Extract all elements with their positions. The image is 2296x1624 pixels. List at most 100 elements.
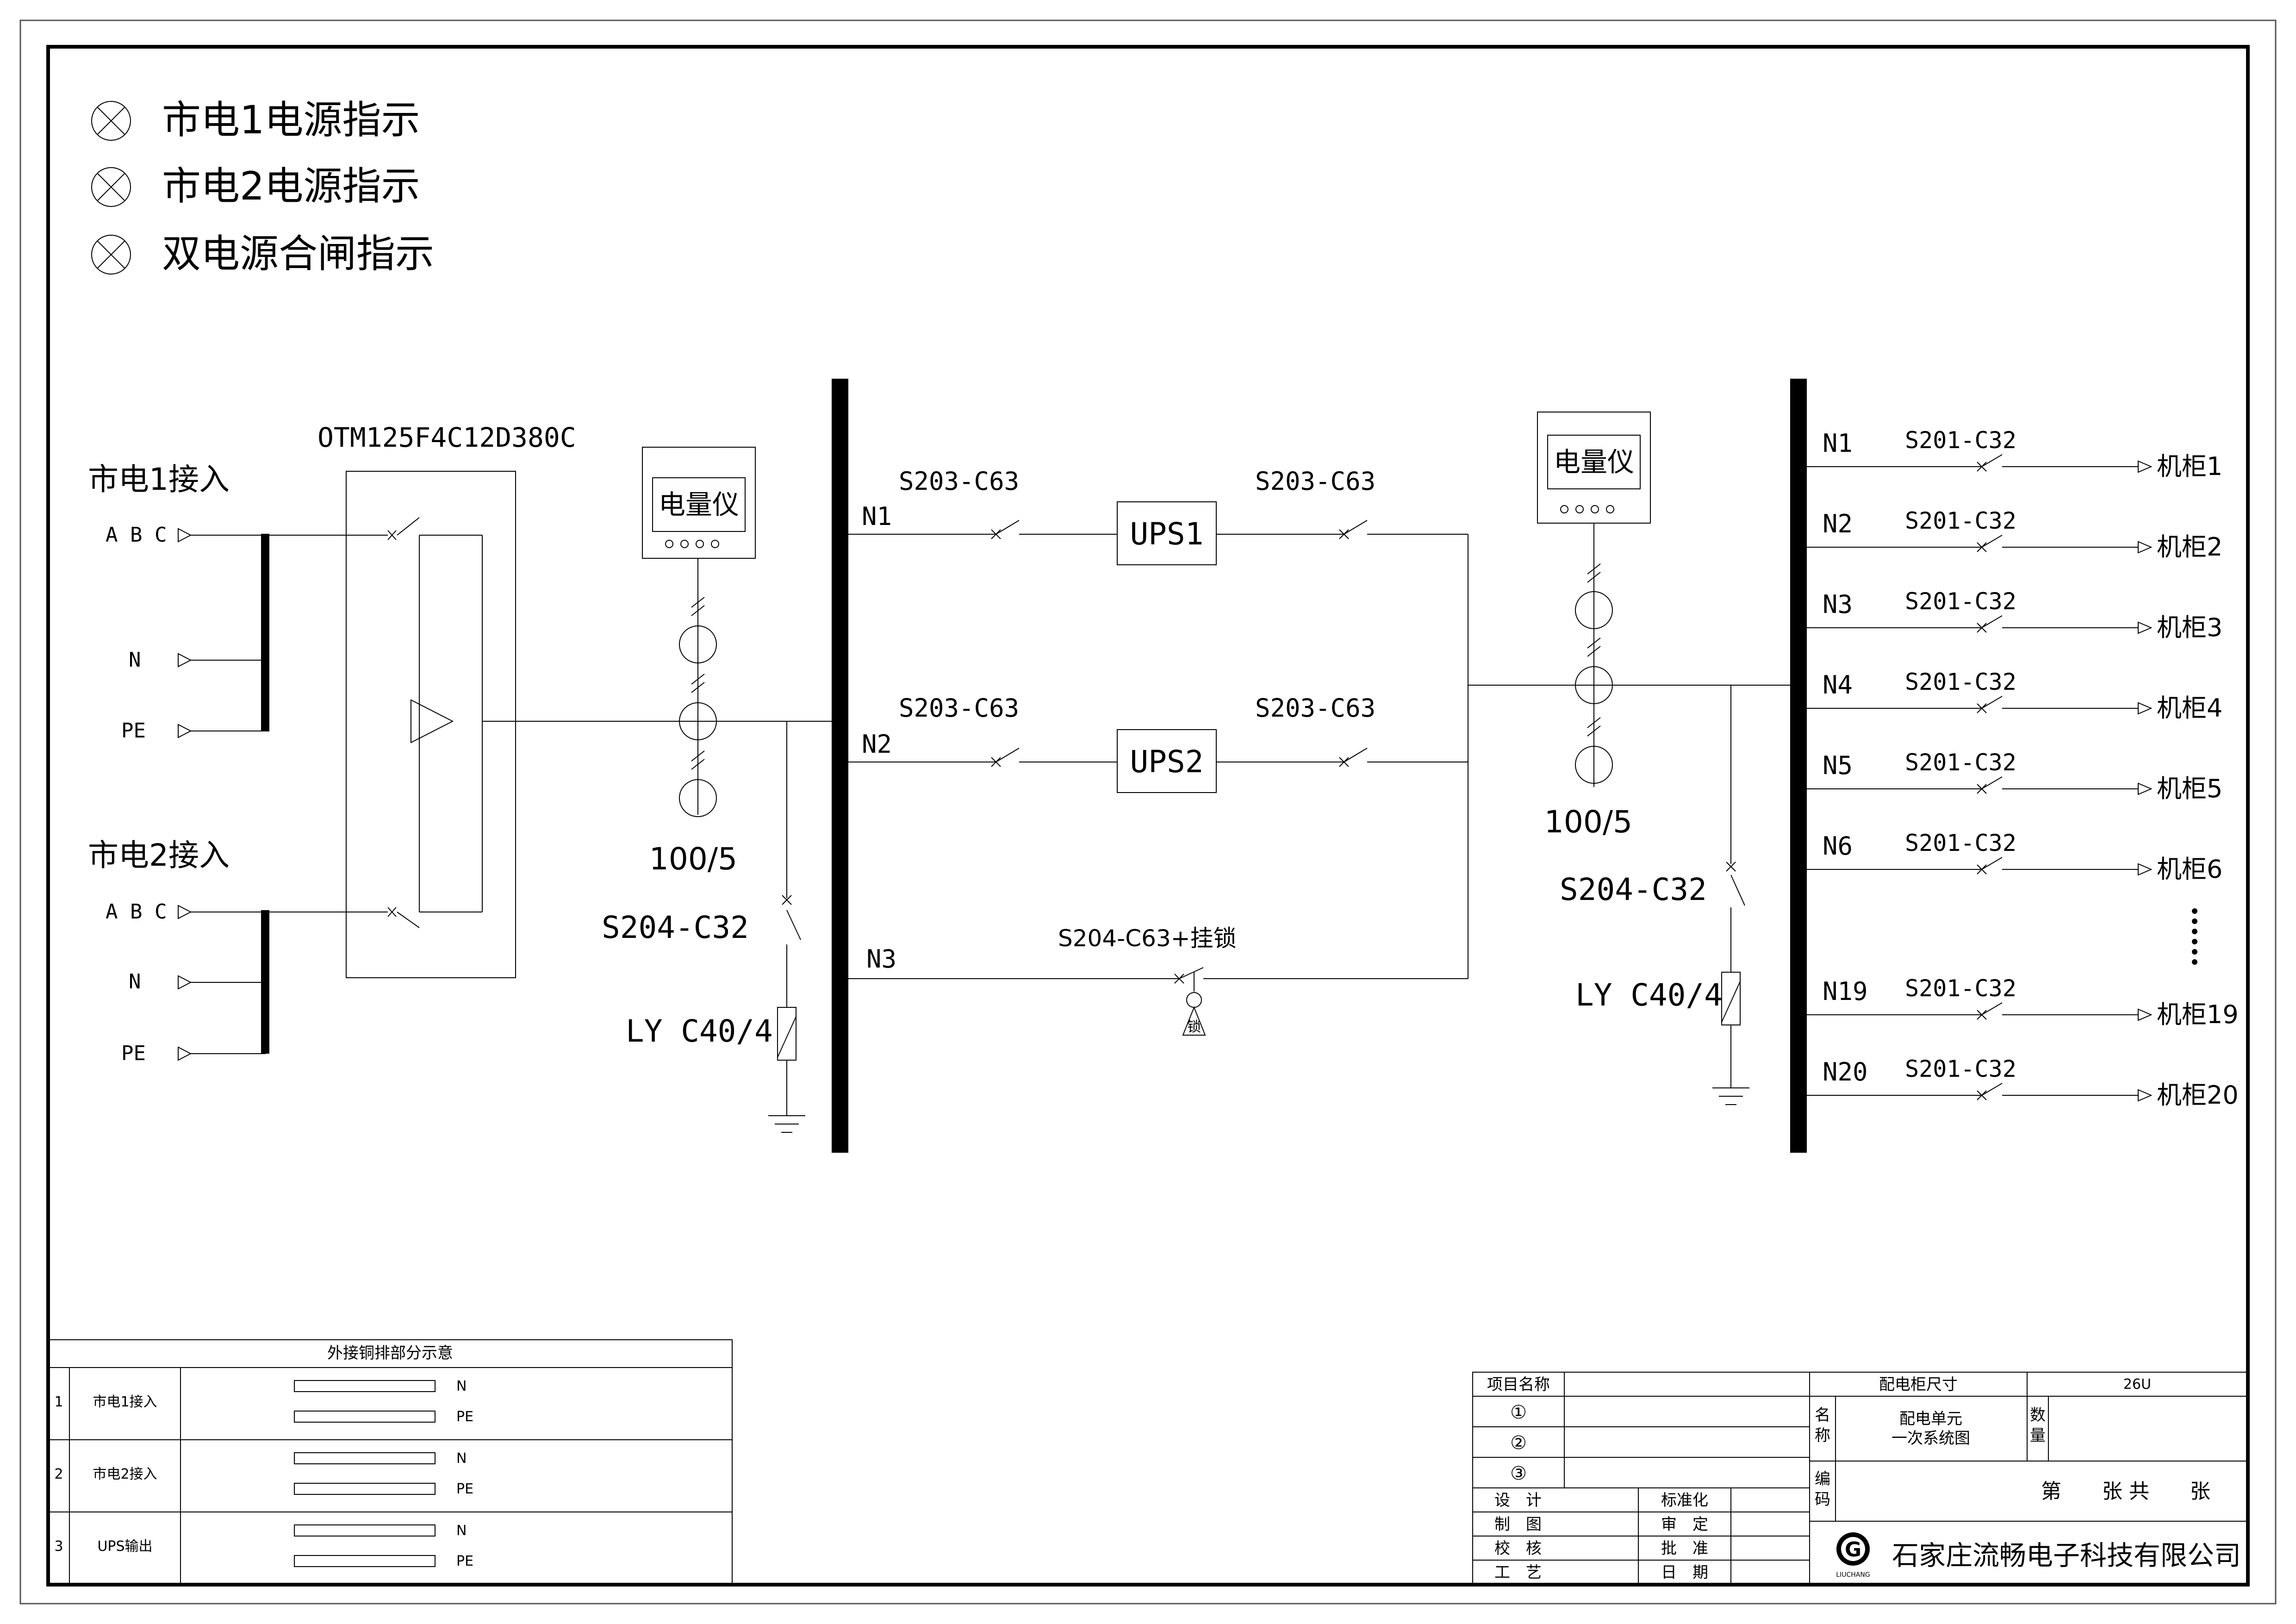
output-arrow-icon (2138, 621, 2153, 634)
lock-label: 锁 (1187, 1019, 1201, 1035)
current-transformer-icon (1575, 746, 1613, 784)
copper-bar-label: PE (456, 1553, 473, 1569)
revision-mark: ① (1510, 1402, 1527, 1423)
breaker-contact (1981, 696, 2003, 709)
mains2-phase-label: A B C (106, 900, 167, 924)
input-surge-protector: S204-C32 LY C40/4 (602, 721, 805, 1133)
ats-actuator-icon (411, 699, 454, 743)
circuit-name: N20 (1823, 1057, 1868, 1087)
circuit-breaker: S201-C32 (1905, 588, 2016, 615)
cabinet-load: 机柜20 (2157, 1081, 2239, 1110)
ats-model: OTM125F4C12D380C (317, 422, 576, 453)
breaker-contact (1981, 1002, 2003, 1015)
drawing-frame (46, 45, 2250, 1587)
drawing-name-line2: 一次系统图 (1892, 1429, 1970, 1448)
breaker-contact (1981, 535, 2003, 548)
current-transformer-icon (679, 625, 717, 663)
input-meter: 电量仪 100/5 (642, 447, 756, 877)
outer-border (19, 19, 2277, 1605)
copper-bar (294, 1483, 436, 1495)
breaker-contact (1981, 615, 2003, 628)
cabinet-load: 机柜19 (2157, 1000, 2239, 1029)
breaker-contact (1981, 1083, 2003, 1096)
padlock-icon: 锁 (1182, 972, 1206, 1036)
branch-n1-in-breaker: S203-C63 (899, 467, 1019, 496)
copper-bar-label: N (456, 1450, 467, 1467)
output-arrow-icon (2138, 460, 2153, 473)
continuation-dots (2192, 908, 2197, 965)
cabinet-size-value: 26U (2123, 1376, 2151, 1393)
mains1-phase-label: A B C (106, 523, 167, 547)
branch-n1-out-breaker: S203-C63 (1255, 467, 1375, 496)
drawing-name-line1: 配电单元 (1899, 1410, 1962, 1428)
branch-n1-label: N1 (862, 502, 892, 531)
mains2-pe-label: PE (121, 1042, 146, 1065)
cabinet-load: 机柜5 (2157, 774, 2222, 803)
current-transformer-icon (679, 702, 717, 740)
output-arrow-icon (2138, 1008, 2153, 1021)
company-logo: G LIUCHANG (1836, 1532, 1870, 1579)
branch-n2-out-breaker: S203-C63 (1255, 693, 1375, 723)
branch-n2: N2 S203-C63 UPS2 S203-C63 (848, 693, 1468, 793)
output-arrow-icon (2138, 782, 2153, 795)
circuit-name: N6 (1823, 831, 1853, 861)
current-transformer-icon (679, 779, 717, 817)
branch-n2-label: N2 (862, 730, 892, 759)
title-block: 项目名称 配电柜尺寸 26U ① ② ③ 名 称 配电单元 一次系统图 数 量 … (1472, 1372, 2248, 1585)
copper-bar-label: PE (456, 1409, 473, 1425)
output-spd-arrester: LY C40/4 (1575, 977, 1723, 1013)
input-spd-arrester: LY C40/4 (626, 1013, 773, 1049)
copper-bar (294, 1411, 436, 1423)
code-label: 码 (1815, 1490, 1830, 1509)
copper-bar (294, 1452, 436, 1464)
circuit-breaker: S201-C32 (1905, 830, 2016, 856)
role-left: 校 核 (1494, 1539, 1542, 1558)
copper-bar (294, 1555, 436, 1567)
revision-mark: ② (1510, 1432, 1527, 1454)
ups2-box (1117, 729, 1217, 793)
mains2-n-label: N (129, 970, 141, 993)
copper-row-name: UPS输出 (97, 1538, 152, 1555)
circuit-breaker: S201-C32 (1905, 427, 2016, 454)
role-right: 审 定 (1661, 1515, 1708, 1534)
circuit-name: N2 (1823, 509, 1853, 538)
output-meter-label: 电量仪 (1554, 446, 1634, 478)
mains2-busbar (261, 910, 269, 1054)
copper-bar-table: 外接铜排部分示意 1 市电1接入 N PE 2 市电2接入 N PE 3 UPS… (48, 1339, 733, 1585)
mains1-busbar (261, 534, 269, 731)
copper-bar (294, 1524, 436, 1537)
circuit-breaker: S201-C32 (1905, 507, 2016, 534)
legend-label-mains2: 市电2电源指示 (162, 163, 420, 209)
lamp-icon (91, 167, 131, 207)
role-left: 制 图 (1494, 1515, 1542, 1534)
lamp-icon (91, 235, 131, 275)
name-label: 称 (1815, 1426, 1830, 1445)
output-meter: 电量仪 100/5 (1537, 412, 1651, 840)
role-left: 设 计 (1494, 1491, 1542, 1510)
breaker-contact (1981, 454, 2003, 467)
name-label: 名 (1815, 1406, 1830, 1424)
circuit-name: N1 (1823, 429, 1853, 458)
input-ct-ratio: 100/5 (649, 841, 737, 877)
ups1-label: UPS1 (1130, 516, 1204, 552)
ups-input-busbar (832, 379, 848, 1153)
logo-caption: LIUCHANG (1836, 1571, 1870, 1579)
role-right: 标准化 (1661, 1491, 1708, 1510)
copper-row-no: 1 (54, 1394, 63, 1410)
role-left: 工 艺 (1494, 1563, 1542, 1582)
circuit-name: N19 (1823, 977, 1868, 1006)
breaker-contact (1981, 776, 2003, 789)
mains1-pe-label: PE (121, 719, 146, 743)
ups1-box (1117, 501, 1217, 565)
branch-n3-bypass: N3 S204-C63+挂锁 锁 (848, 925, 1468, 1036)
circuit-name: N5 (1823, 751, 1853, 780)
mains1-label: 市电1接入 (88, 462, 230, 497)
mains2-input: 市电2接入 A B C N PE (88, 837, 388, 1065)
project-name-label: 项目名称 (1487, 1375, 1550, 1394)
legend-label-dual-close: 双电源合闸指示 (162, 231, 434, 276)
branch-n1: N1 S203-C63 UPS1 S203-C63 (848, 467, 1468, 565)
output-surge-protector: S204-C32 LY C40/4 (1560, 685, 1749, 1105)
ups2-label: UPS2 (1130, 744, 1204, 780)
